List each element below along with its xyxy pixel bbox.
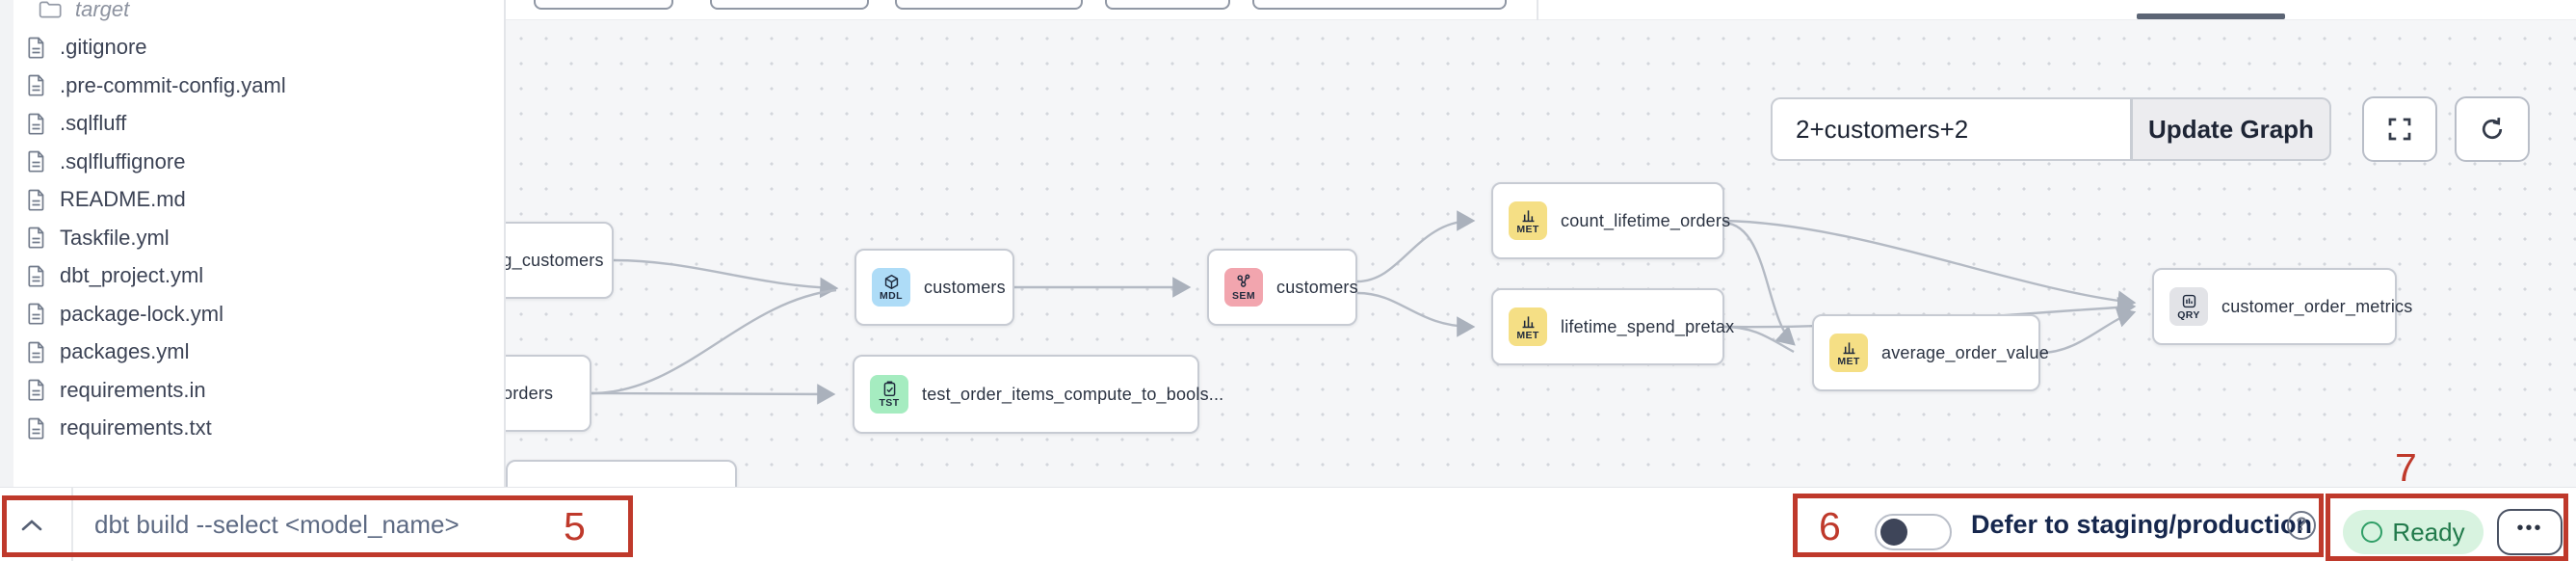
chevron-up-icon <box>21 520 42 531</box>
status-badge: Ready <box>2343 510 2484 554</box>
file-icon <box>27 36 46 60</box>
graph-node-test-order-items[interactable]: TST test_order_items_compute_to_bools... <box>853 355 1223 434</box>
file-icon <box>27 226 46 250</box>
file-tree-item-gitignore[interactable]: .gitignore <box>0 31 504 64</box>
file-tree-item-readme[interactable]: README.md <box>0 183 504 216</box>
file-tree-item-requirements-txt[interactable]: requirements.txt <box>0 412 504 444</box>
ready-circle-icon <box>2361 521 2383 543</box>
folder-icon <box>39 0 62 19</box>
node-label: customers <box>924 277 1006 297</box>
cutoff-toolbar-button[interactable] <box>895 0 1083 10</box>
graph-node-customers-model[interactable]: MDL customers <box>854 249 1014 326</box>
cutoff-toolbar-button[interactable] <box>1252 0 1507 10</box>
graph-node-average-order-value[interactable]: MET average_order_value <box>1812 314 2049 391</box>
model-badge-icon: MDL <box>872 268 910 307</box>
refresh-button[interactable] <box>2455 96 2530 162</box>
file-tree-item-dbt-project[interactable]: dbt_project.yml <box>0 259 504 292</box>
file-icon <box>27 149 46 174</box>
file-icon <box>27 188 46 212</box>
node-label: customer_order_metrics <box>2221 296 2413 316</box>
file-tree-item-pre-commit-config[interactable]: .pre-commit-config.yaml <box>0 69 504 102</box>
statusbar-divider <box>71 488 73 561</box>
node-selector-input[interactable] <box>1771 97 2131 161</box>
toolbar-divider <box>1537 0 1538 20</box>
toggle-knob <box>1880 519 1907 546</box>
node-label: customers <box>1276 277 1358 297</box>
file-icon <box>27 340 46 364</box>
file-icon <box>27 264 46 288</box>
node-label: lifetime_spend_pretax <box>1561 316 1735 336</box>
file-icon <box>27 73 46 97</box>
more-options-button[interactable]: ••• <box>2497 509 2563 555</box>
query-badge-icon: QRY <box>2169 287 2208 326</box>
metric-badge-icon: MET <box>1829 334 1868 372</box>
file-tree-item-sqlfluffignore[interactable]: .sqlfluffignore <box>0 146 504 178</box>
file-tree-item-sqlfluff[interactable]: .sqlfluff <box>0 107 504 140</box>
file-tree-item-requirements-in[interactable]: requirements.in <box>0 374 504 407</box>
file-icon <box>27 378 46 402</box>
file-tree-item-target[interactable]: target <box>0 0 504 26</box>
file-tree-item-taskfile[interactable]: Taskfile.yml <box>0 222 504 254</box>
test-badge-icon: TST <box>870 375 908 414</box>
graph-node-lifetime-spend-pretax[interactable]: MET lifetime_spend_pretax <box>1491 288 1734 365</box>
defer-toggle[interactable] <box>1875 514 1952 550</box>
file-icon <box>27 302 46 326</box>
file-icon <box>27 416 46 441</box>
refresh-icon <box>2482 118 2503 140</box>
active-tab-indicator <box>2137 13 2285 19</box>
node-label: average_order_value <box>1881 342 2049 362</box>
defer-label: Defer to staging/production <box>1971 510 2312 539</box>
node-label: test_order_items_compute_to_bools... <box>922 384 1224 404</box>
file-explorer-panel: target .gitignore .pre-commit-config.yam… <box>0 0 506 487</box>
help-icon[interactable]: ? <box>2287 511 2316 540</box>
cutoff-toolbar-button[interactable] <box>1105 0 1230 10</box>
file-tree-item-packages[interactable]: packages.yml <box>0 335 504 368</box>
node-label: orders <box>503 383 554 403</box>
update-graph-button[interactable]: Update Graph <box>2131 97 2331 161</box>
file-tree-item-package-lock[interactable]: package-lock.yml <box>0 298 504 331</box>
dbt-command-input[interactable] <box>92 501 555 548</box>
fullscreen-button[interactable] <box>2362 96 2437 162</box>
fullscreen-icon <box>2388 118 2411 141</box>
collapse-panel-button[interactable] <box>10 509 54 542</box>
graph-node-count-lifetime-orders[interactable]: MET count_lifetime_orders <box>1491 182 1730 259</box>
metric-badge-icon: MET <box>1509 201 1547 240</box>
graph-node-customer-order-metrics[interactable]: QRY customer_order_metrics <box>2152 268 2412 345</box>
file-icon <box>27 112 46 136</box>
node-label: count_lifetime_orders <box>1561 210 1731 230</box>
node-label: stg_customers <box>488 250 604 270</box>
panel-gutter <box>0 0 13 487</box>
cutoff-toolbar-button[interactable] <box>710 0 869 10</box>
metric-badge-icon: MET <box>1509 307 1547 346</box>
semantic-badge-icon: SEM <box>1224 268 1263 307</box>
top-toolbar-strip <box>0 0 2576 20</box>
bottom-status-bar: Defer to staging/production ? Ready ••• <box>0 487 2576 561</box>
cutoff-toolbar-button[interactable] <box>534 0 673 10</box>
graph-node-customers-semantic[interactable]: SEM customers <box>1207 249 1358 326</box>
